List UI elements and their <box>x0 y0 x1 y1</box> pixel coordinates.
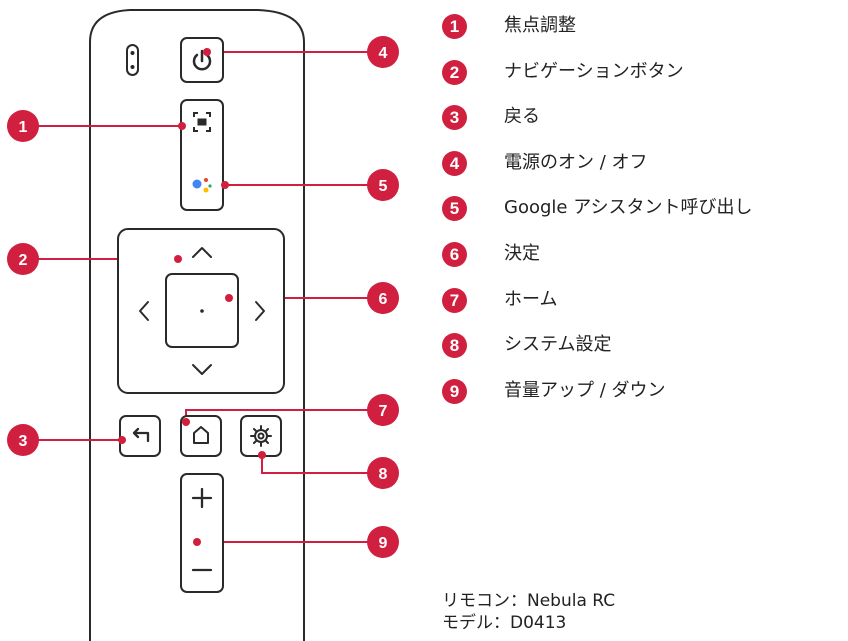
callout-badge-8: 8 <box>367 457 399 489</box>
legend-item-ok: 6 決定 <box>442 238 848 284</box>
legend-badge: 4 <box>442 150 467 176</box>
legend-label: 音量アップ / ダウン <box>504 379 666 401</box>
home-icon <box>193 426 209 444</box>
callout-badge-6: 6 <box>367 282 399 314</box>
svg-text:7: 7 <box>379 403 388 420</box>
legend-badge: 5 <box>442 196 467 222</box>
legend-item-home: 7 ホーム <box>442 284 848 330</box>
callout-badge-9: 9 <box>367 526 399 558</box>
legend-label: 電源のオン / オフ <box>504 151 648 173</box>
svg-text:4: 4 <box>379 45 388 62</box>
legend-label: システム設定 <box>504 334 612 356</box>
svg-text:6: 6 <box>379 291 388 308</box>
focus-assistant-panel <box>180 99 224 211</box>
legend-badge: 8 <box>442 333 467 359</box>
svg-text:2: 2 <box>19 252 28 269</box>
legend-item-navigation: 2 ナビゲーションボタン <box>442 56 848 102</box>
gear-icon <box>250 425 272 447</box>
callout-badge-1: 1 <box>7 110 39 142</box>
legend-label: ホーム <box>504 288 558 310</box>
nav-down-button[interactable] <box>192 364 212 375</box>
legend-badge: 9 <box>442 378 467 404</box>
nav-left-button[interactable] <box>139 301 149 321</box>
google-assistant-icon <box>192 178 212 193</box>
volume-up-button[interactable] <box>191 487 213 509</box>
callout-badge-7: 7 <box>367 394 399 426</box>
svg-text:1: 1 <box>19 119 28 136</box>
remote-body <box>89 9 305 641</box>
focus-icon <box>193 112 211 132</box>
nav-up-button[interactable] <box>192 247 212 258</box>
callout-dots <box>118 48 266 546</box>
legend-item-volume: 9 音量アップ / ダウン <box>442 375 848 421</box>
legend: 1 焦点調整 2 ナビゲーションボタン 3 戻る 4 電源のオン / オフ 5 … <box>442 10 848 420</box>
legend-badge: 3 <box>442 105 467 131</box>
legend-item-focus: 1 焦点調整 <box>442 10 848 56</box>
svg-text:8: 8 <box>379 466 388 483</box>
plus-icon <box>191 487 213 509</box>
legend-item-back: 3 戻る <box>442 101 848 147</box>
leader-line-8 <box>261 455 375 474</box>
legend-label: 決定 <box>504 242 540 264</box>
legend-label: 焦点調整 <box>504 15 576 36</box>
legend-badge: 7 <box>442 287 467 313</box>
model-info: リモコン：Nebula RC モデル：D0413 <box>442 590 615 634</box>
legend-label: Google アシスタント呼び出し <box>504 197 753 219</box>
svg-text:9: 9 <box>379 535 388 552</box>
back-arrow-icon <box>132 427 150 443</box>
power-button[interactable] <box>180 37 224 83</box>
callout-badge-3: 3 <box>7 424 39 456</box>
nav-right-button[interactable] <box>255 301 265 321</box>
power-icon <box>192 49 212 71</box>
legend-label: ナビゲーションボタン <box>504 60 684 82</box>
sensor-window <box>126 44 139 76</box>
legend-badge: 2 <box>442 59 467 85</box>
home-button[interactable] <box>180 415 222 457</box>
callout-badge-2: 2 <box>7 243 39 275</box>
legend-item-power: 4 電源のオン / オフ <box>442 147 848 193</box>
svg-text:5: 5 <box>379 178 388 195</box>
ok-button[interactable] <box>165 273 239 348</box>
legend-badge: 1 <box>442 14 467 39</box>
model-number: モデル：D0413 <box>442 613 567 633</box>
callout-badge-4: 4 <box>367 36 399 68</box>
assistant-button[interactable] <box>183 160 221 208</box>
volume-rocker <box>180 473 224 593</box>
legend-item-assistant: 5 Google アシスタント呼び出し <box>442 192 848 238</box>
back-button[interactable] <box>119 415 161 457</box>
legend-item-settings: 8 システム設定 <box>442 329 848 375</box>
legend-label: 戻る <box>504 106 540 128</box>
remote-name: リモコン：Nebula RC <box>442 591 616 611</box>
svg-text:3: 3 <box>19 433 28 450</box>
callout-badge-5: 5 <box>367 169 399 201</box>
legend-badge: 6 <box>442 241 467 267</box>
settings-button[interactable] <box>240 415 282 457</box>
focus-button[interactable] <box>183 102 221 150</box>
